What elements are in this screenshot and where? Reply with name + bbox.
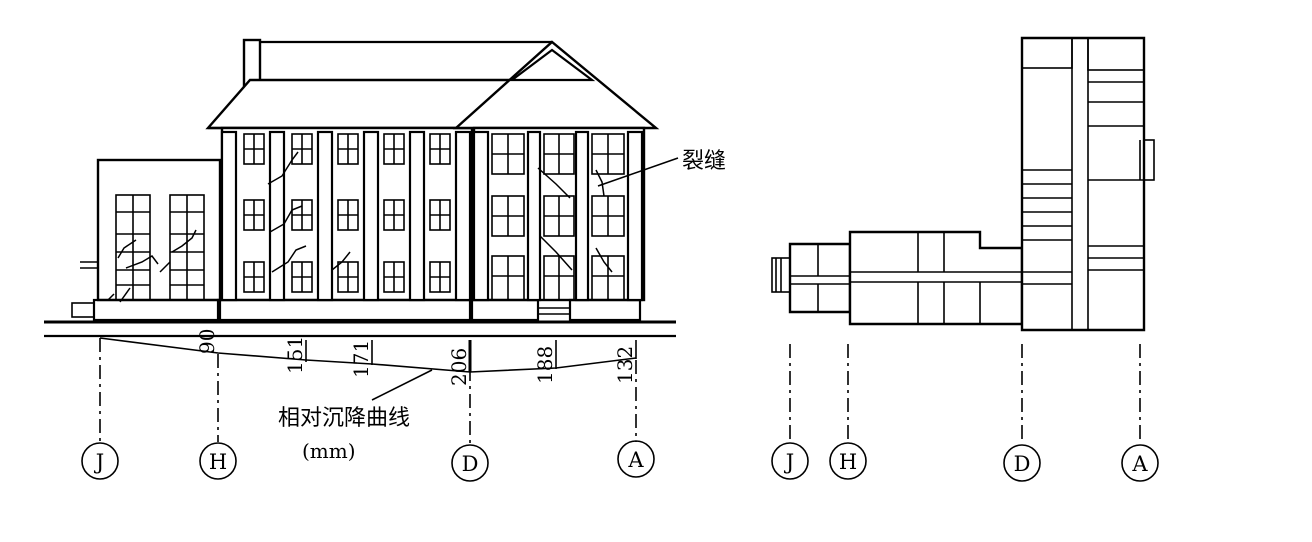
settlement-value-5: 188 (533, 346, 557, 384)
crack-leader-line (597, 157, 679, 187)
settlement-value-a: 132 (613, 346, 637, 384)
plan-west-wing (788, 242, 852, 314)
plan-axis-bubble-j: J (771, 442, 809, 480)
plan-axes: J H D A (771, 344, 1159, 482)
plan-axis-bubble-a: A (1121, 444, 1159, 482)
svg-text:J: J (784, 450, 794, 474)
settlement-value-2: 151 (283, 336, 307, 374)
settlement-curve: 90 151 171 206 188 132 相对沉降曲线 (mm) (99, 329, 637, 463)
axis-bubble-a: A (617, 440, 655, 478)
plan-axis-bubble-h: H (829, 442, 867, 480)
crack-label: 裂缝 (682, 149, 726, 174)
svg-text:A: A (627, 448, 644, 472)
axis-bubble-j: J (81, 442, 119, 480)
svg-text:D: D (462, 452, 479, 476)
curve-label: 相对沉降曲线 (278, 406, 410, 431)
plan-axis-bubble-d: D (1003, 444, 1041, 482)
svg-text:H: H (209, 450, 227, 474)
svg-text:A: A (1131, 452, 1148, 476)
plan-central-block (848, 230, 1024, 326)
axis-bubble-d: D (451, 444, 489, 482)
gable-block (452, 40, 660, 322)
left-wing (71, 158, 222, 322)
floor-plan: J H D A (771, 36, 1159, 482)
svg-text:D: D (1014, 452, 1031, 476)
settlement-value-h: 90 (195, 329, 219, 354)
settlement-value-3: 171 (349, 340, 373, 378)
curve-label-leader (371, 369, 433, 401)
building-elevation: 裂缝 90 151 171 206 188 132 相对沉降曲线 (mm) (44, 38, 726, 482)
elevation-axes: J H D A (81, 338, 655, 482)
main-block (216, 126, 474, 322)
settlement-value-d: 206 (447, 348, 471, 386)
curve-unit: (mm) (302, 439, 356, 463)
svg-text:H: H (839, 450, 857, 474)
svg-text:J: J (94, 450, 104, 474)
axis-bubble-h: H (199, 442, 237, 480)
